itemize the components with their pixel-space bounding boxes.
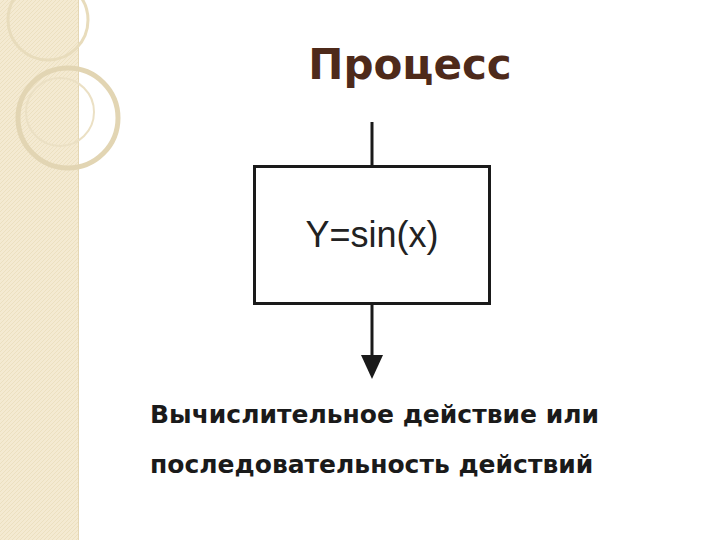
- flow-line-out: [371, 304, 374, 358]
- process-label: Y=sin(x): [305, 214, 438, 256]
- arrow-head: [361, 355, 383, 379]
- slide-caption: Вычислительное действие или последовател…: [150, 390, 695, 490]
- decor-circle: [18, 68, 118, 168]
- strip-edge: [78, 0, 79, 540]
- process-box: Y=sin(x): [253, 165, 491, 305]
- decor-circle: [26, 78, 94, 146]
- decor-circle: [8, 0, 88, 60]
- flow-line-in: [371, 122, 374, 166]
- side-strip: [0, 0, 78, 540]
- slide-title: Процесс: [100, 40, 720, 90]
